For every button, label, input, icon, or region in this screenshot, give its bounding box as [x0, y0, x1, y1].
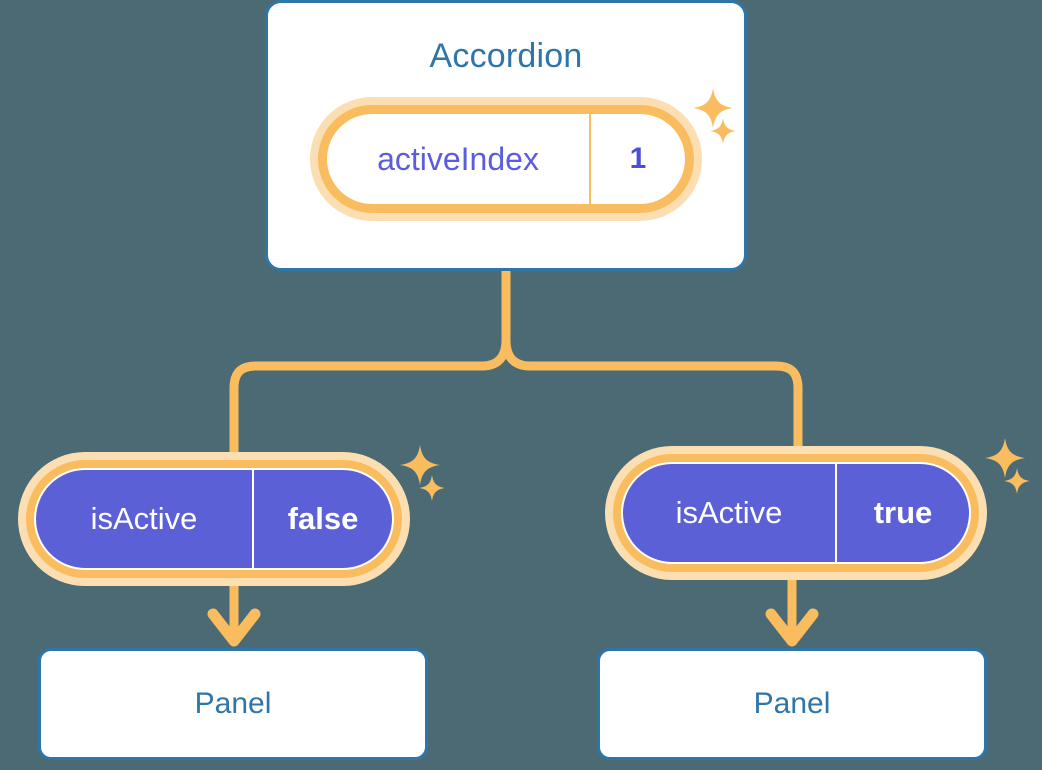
state-key: activeIndex [327, 114, 591, 204]
arrow-down-icon [765, 580, 819, 647]
branch-connector-icon [229, 266, 803, 463]
badge-body: activeIndex 1 [327, 114, 685, 204]
state-value: true [873, 495, 933, 530]
badge-body: isActive true [621, 462, 971, 564]
state-key: isActive [90, 501, 198, 536]
panel-label: Panel [194, 687, 272, 720]
state-value: false [287, 501, 359, 536]
state-badge-is-active-false[interactable]: isActive false [18, 452, 410, 586]
sparkle-icon [1004, 468, 1030, 494]
state-badge-is-active-true[interactable]: isActive true [605, 446, 987, 580]
panel-label: Panel [753, 687, 831, 720]
panel-component-card-right[interactable]: Panel [597, 648, 987, 760]
badge-body: isActive false [34, 468, 394, 570]
state-value: 1 [629, 142, 647, 175]
state-badge-active-index[interactable]: activeIndex 1 [310, 97, 702, 221]
sparkle-icon [400, 445, 440, 485]
badge-divider [835, 464, 837, 562]
badge-divider [252, 470, 254, 568]
arrow-down-icon [207, 580, 261, 647]
state-key: isActive [675, 495, 783, 530]
panel-component-card-left[interactable]: Panel [38, 648, 428, 760]
sparkle-icon [985, 438, 1025, 478]
page-title: Accordion [429, 37, 583, 75]
sparkle-icon [419, 475, 445, 501]
